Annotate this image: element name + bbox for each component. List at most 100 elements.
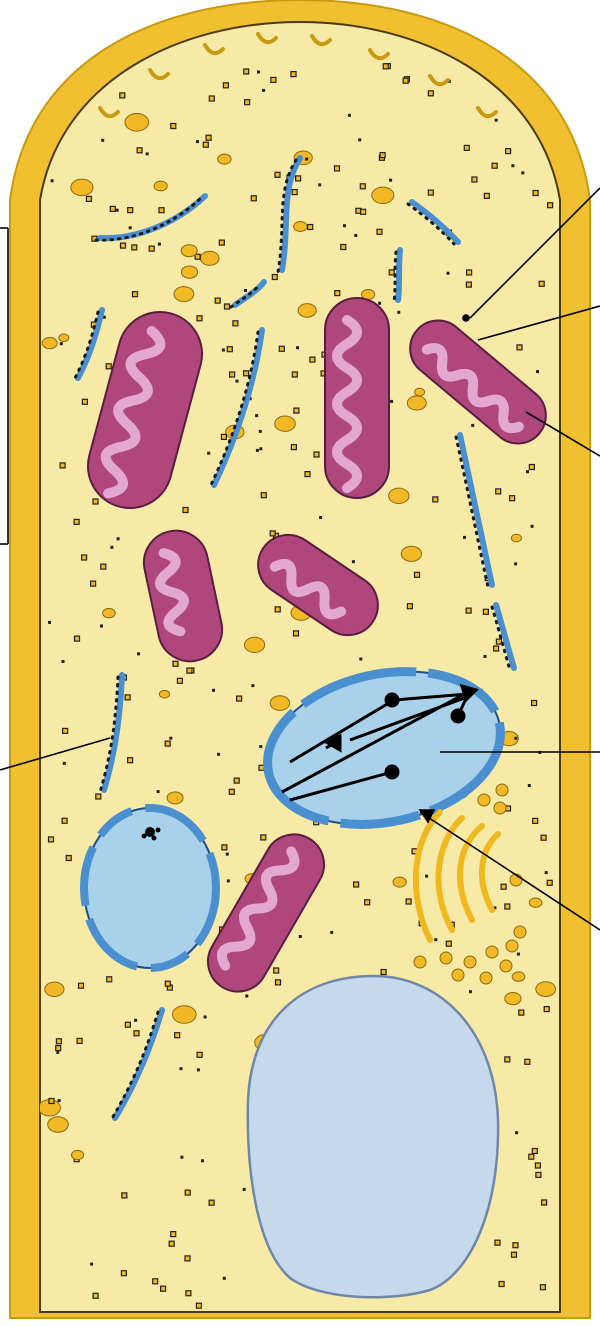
ribosome: [116, 209, 119, 212]
ribosome: [354, 234, 357, 237]
ribosome: [378, 302, 381, 305]
ribosome: [259, 745, 262, 748]
vesicle: [72, 1150, 84, 1159]
vesicle: [48, 1117, 69, 1132]
ribosome: [51, 179, 54, 182]
ribosome: [406, 899, 411, 904]
ribosome: [171, 1232, 176, 1237]
ribosome: [377, 229, 382, 234]
ribosome: [74, 519, 79, 524]
ribosome: [82, 555, 87, 560]
vesicle: [174, 287, 194, 302]
ribosome: [244, 371, 249, 376]
ribosome: [153, 1279, 158, 1284]
vesicle: [389, 488, 409, 503]
ribosome: [526, 470, 529, 473]
ribosome: [107, 977, 112, 982]
ribosome: [201, 1159, 204, 1162]
ribosome: [185, 1256, 190, 1261]
ribosome: [101, 139, 104, 142]
ribosome: [533, 191, 538, 196]
ribosome: [274, 968, 279, 973]
vesicle: [415, 388, 425, 396]
ribosome: [125, 1022, 130, 1027]
ribosome: [237, 696, 242, 701]
golgi-vesicle: [478, 794, 490, 806]
ribosome: [165, 741, 170, 746]
ribosome: [525, 1059, 530, 1064]
ribosome: [215, 298, 220, 303]
ribosome: [389, 270, 394, 275]
mitochondrion: [325, 298, 389, 498]
ribosome: [62, 660, 65, 663]
ribosome: [533, 818, 538, 823]
golgi-vesicle: [500, 960, 512, 972]
ribosome: [256, 449, 259, 452]
rough-er: [398, 250, 400, 300]
vesicle: [181, 266, 197, 278]
ribosome: [56, 1046, 61, 1051]
ribosome: [447, 272, 450, 275]
ribosome: [180, 1156, 183, 1159]
ribosome: [539, 281, 544, 286]
ribosome: [515, 1131, 518, 1134]
ribosome: [77, 1038, 82, 1043]
ribosome: [259, 447, 262, 450]
ribosome: [244, 289, 247, 292]
ribosome: [496, 639, 501, 644]
ribosome: [132, 245, 137, 250]
ribosome: [58, 1099, 61, 1102]
vesicle: [372, 187, 394, 203]
ribosome: [292, 372, 297, 377]
ribosome: [230, 372, 235, 377]
ribosome: [165, 981, 170, 986]
ribosome: [255, 414, 258, 417]
ribosome: [91, 581, 96, 586]
ribosome: [177, 678, 182, 683]
ribosome: [261, 835, 266, 840]
ribosome: [217, 753, 220, 756]
ribosome: [219, 240, 224, 245]
ribosome: [187, 668, 192, 673]
ribosome: [93, 1293, 98, 1298]
ribosome: [433, 497, 438, 502]
ribosome: [227, 879, 230, 882]
ribosome: [514, 737, 517, 740]
vesicle: [125, 114, 149, 132]
vesicle: [294, 222, 307, 232]
vesicle: [512, 972, 525, 981]
ribosome: [361, 209, 366, 214]
ribosome: [133, 292, 138, 297]
ribosome: [117, 537, 120, 540]
golgi-vesicle: [494, 802, 506, 814]
ribosome: [548, 203, 553, 208]
ribosome: [294, 408, 299, 413]
ribosome: [48, 621, 51, 624]
ribosome: [276, 980, 281, 985]
ribosome: [308, 225, 313, 230]
ribosome: [183, 508, 188, 513]
ribosome: [511, 164, 514, 167]
ribosome: [483, 609, 488, 614]
ribosome: [158, 243, 161, 246]
golgi-vesicle: [486, 946, 498, 958]
ribosome: [272, 275, 277, 280]
ribosome: [229, 789, 234, 794]
ribosome: [506, 149, 511, 154]
golgi-vesicle: [496, 784, 508, 796]
ribosome: [360, 184, 365, 189]
ribosome: [310, 357, 315, 362]
ribosome: [120, 93, 125, 98]
ribosome: [348, 114, 351, 117]
vesicle: [401, 546, 421, 561]
ribosome: [121, 243, 126, 248]
ribosome: [137, 652, 140, 655]
ribosome: [434, 938, 437, 941]
ribosome: [96, 794, 101, 799]
vesicle: [42, 338, 57, 349]
ribosome: [536, 1172, 541, 1177]
ribosome: [259, 430, 262, 433]
ribosome: [275, 172, 280, 177]
ribosome: [291, 445, 296, 450]
vesicle: [200, 251, 219, 265]
